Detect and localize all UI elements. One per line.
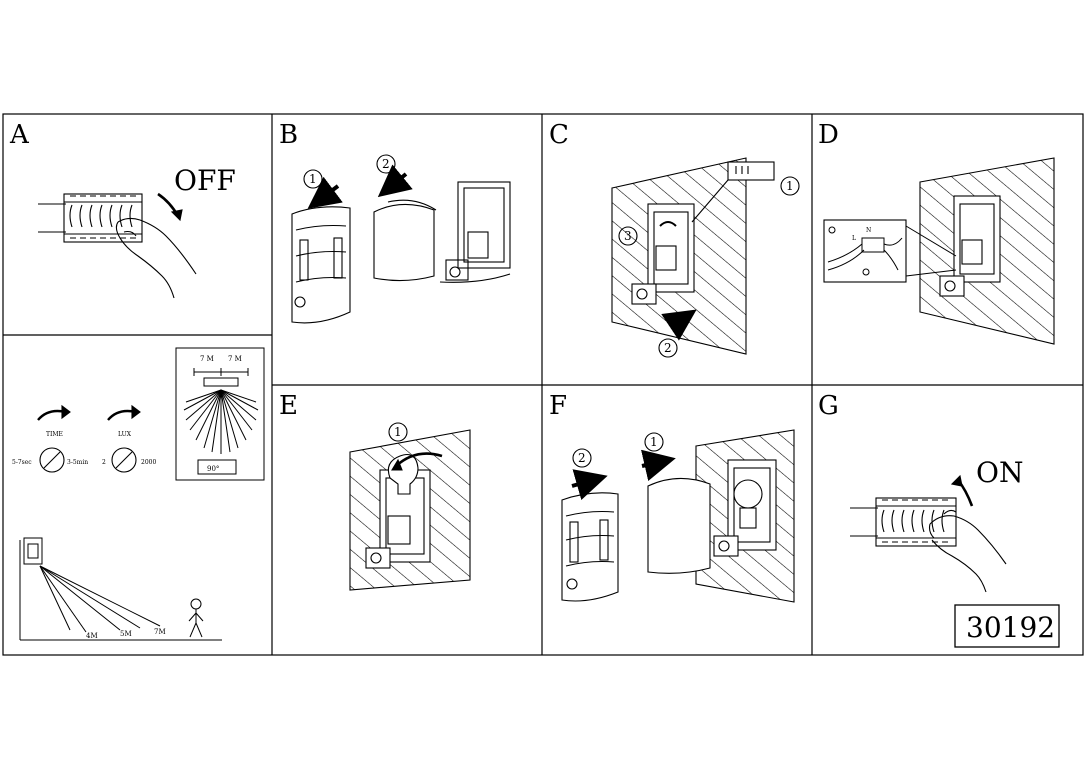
product-code-box <box>954 604 1060 648</box>
panel-f-reassembly <box>561 429 795 603</box>
product-code: 30192 <box>966 611 1055 644</box>
lux-max-label: 2000 <box>141 459 156 466</box>
front-cover-icon <box>291 206 351 324</box>
step-marker-3 <box>618 226 638 246</box>
wire-label-l: L <box>852 235 856 242</box>
panel-c-mounting <box>611 157 800 358</box>
glass-shade-icon <box>647 477 711 574</box>
hand-icon <box>928 509 1007 593</box>
arrow-step-1-icon <box>307 176 343 209</box>
terminal-block-icon <box>861 237 885 253</box>
range-4m: 4M <box>86 632 98 640</box>
detection-angle: 90° <box>207 465 219 473</box>
hand-icon <box>115 217 197 299</box>
detection-top-view <box>175 347 265 481</box>
time-min-label: 5-7sec <box>12 459 32 466</box>
arrow-step-2-icon <box>571 469 608 500</box>
lux-label: LUX <box>118 431 132 438</box>
person-icon <box>190 598 202 610</box>
step-2-label: 2 <box>382 157 390 171</box>
time-max-label: 3-5min <box>67 459 88 466</box>
on-label: ON <box>976 456 1023 489</box>
breaker-box-icon <box>875 497 957 547</box>
lamp-side-icon <box>23 537 43 565</box>
panel-letter-c: C <box>549 120 569 150</box>
detection-width-left: 7 M <box>200 355 214 363</box>
detection-width-right: 7 M <box>228 355 242 363</box>
step-1-label: 1 <box>650 435 658 449</box>
glass-shade-icon <box>373 199 437 282</box>
bulb-icon <box>733 479 763 509</box>
screwdriver-tool-icon <box>727 161 775 181</box>
lamp-body-icon <box>439 181 511 283</box>
arrow-step-2-icon <box>377 164 413 198</box>
panel-e-bulb <box>349 422 471 591</box>
time-label: TIME <box>46 431 63 438</box>
detection-side-view <box>19 537 222 641</box>
rotate-arrow-icon <box>659 221 677 227</box>
panel-grid <box>2 113 1084 656</box>
panel-g-breaker-on <box>850 474 1007 593</box>
lux-dial <box>107 404 141 473</box>
panel-letter-d: D <box>818 120 839 150</box>
panel-letter-e: E <box>279 391 298 421</box>
detection-fan-icon <box>183 389 259 454</box>
step-marker-1 <box>780 176 800 196</box>
range-7m: 7M <box>154 628 166 636</box>
step-marker-2 <box>572 448 592 468</box>
off-label: OFF <box>174 164 236 197</box>
range-5m: 5M <box>120 630 132 638</box>
step-2-label: 2 <box>578 451 586 465</box>
panel-d-wiring <box>823 157 1055 345</box>
step-marker-1 <box>388 422 408 442</box>
step-1-label: 1 <box>394 425 402 439</box>
step-1-label: 1 <box>786 179 794 193</box>
arrow-step-2-icon <box>661 309 697 341</box>
panel-letter-g: G <box>818 391 839 421</box>
wiring-detail-box <box>823 219 907 283</box>
step-2-label: 2 <box>664 341 672 355</box>
lux-min-label: 2 <box>102 459 106 466</box>
arrow-step-1-icon <box>641 449 676 481</box>
breaker-box-icon <box>63 193 143 243</box>
wire-label-n: N <box>866 227 871 234</box>
step-3-label: 3 <box>624 229 632 243</box>
panel-letter-a: A <box>9 120 30 150</box>
panel-letter-b: B <box>279 120 298 150</box>
panel-a-breaker-off <box>38 192 197 299</box>
time-dial <box>37 404 71 473</box>
panel-b-disassembly <box>291 154 511 324</box>
step-1-label: 1 <box>309 172 317 186</box>
panel-letter-f: F <box>549 391 567 421</box>
